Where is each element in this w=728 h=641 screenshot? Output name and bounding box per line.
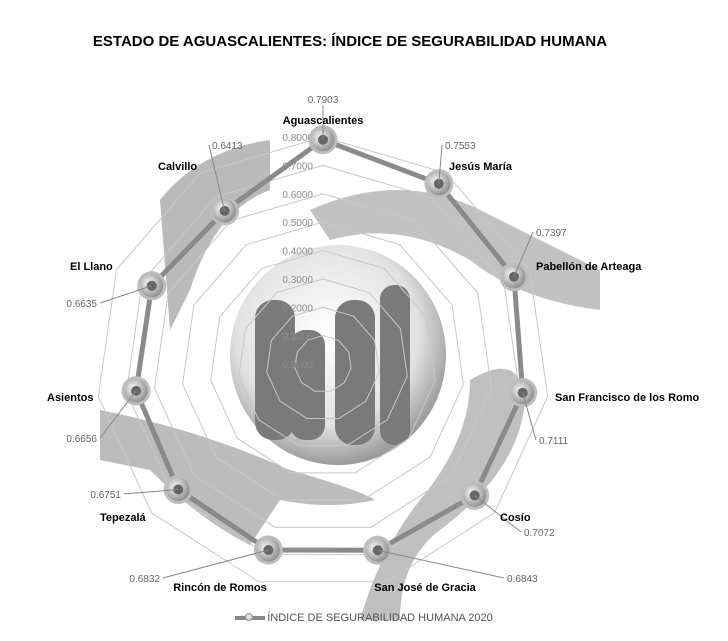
- data-label: 0.6413: [212, 141, 243, 152]
- data-label: 0.7072: [524, 528, 555, 539]
- tick-label: 0.5000: [282, 218, 313, 229]
- leader-line: [474, 495, 522, 533]
- data-label: 0.6843: [507, 574, 538, 585]
- category-label: El Llano: [70, 261, 113, 273]
- tick-label: 0.6000: [282, 190, 313, 201]
- category-label: Aguascalientes: [283, 115, 364, 127]
- category-label: Tepezalá: [100, 512, 147, 524]
- tick-label: 0.8000: [282, 133, 313, 144]
- data-label: 0.7903: [308, 95, 339, 106]
- grid-ring: [266, 306, 380, 419]
- tick-label: 0.1000: [282, 332, 313, 343]
- chart-title: ESTADO DE AGUASCALIENTES: ÍNDICE DE SEGU…: [92, 33, 608, 50]
- data-label: 0.6656: [66, 434, 97, 445]
- data-label: 0.6635: [66, 299, 97, 310]
- grid-ring: [294, 335, 352, 392]
- grid-ring: [97, 136, 549, 583]
- series-polyline: [133, 137, 526, 553]
- leader-line: [522, 392, 537, 441]
- category-label: Jesús María: [449, 161, 513, 173]
- category-label: Pabellón de Arteaga: [536, 261, 642, 273]
- tick-label: 0.4000: [282, 247, 313, 258]
- data-labels: 0.7903 0.7553 0.7397 0.7111 0.7072 0.6843 0.68…: [66, 95, 568, 585]
- legend: ÍNDICE DE SEGURABILIDAD HUMANA 2020: [0, 612, 728, 624]
- radar-grid: [97, 136, 549, 583]
- tick-label: 0.3000: [282, 275, 313, 286]
- category-label: San Francisco de los Romo: [555, 392, 700, 404]
- data-label: 0.7111: [539, 436, 569, 447]
- leader-line: [99, 390, 137, 439]
- tick-label: 0.2000: [282, 303, 313, 314]
- leader-line: [123, 488, 179, 495]
- legend-swatch: [235, 613, 266, 622]
- data-label: 0.7397: [536, 228, 567, 239]
- data-label: 0.7553: [445, 141, 476, 152]
- grid-ring: [153, 193, 493, 528]
- category-label: Asientos: [47, 392, 93, 404]
- legend-label: ÍNDICE DE SEGURABILIDAD HUMANA 2020: [267, 612, 493, 624]
- leader-line: [377, 549, 505, 579]
- leader-line: [162, 549, 269, 579]
- tick-label: 0.7000: [282, 161, 313, 172]
- radial-axis-ticks: 0.0000 0.1000 0.2000 0.3000 0.4000 0.5000 0.60…: [282, 133, 313, 371]
- grid-ring: [238, 278, 408, 447]
- leader-line: [99, 285, 152, 304]
- grid-ring: [182, 221, 464, 501]
- category-label: Cosío: [500, 512, 531, 524]
- data-label: 0.6751: [90, 490, 121, 501]
- category-label: Calvillo: [158, 161, 197, 173]
- grid-ring: [210, 249, 436, 474]
- data-label: 0.6832: [129, 574, 160, 585]
- leader-line: [438, 144, 443, 184]
- tick-label: 0.0000: [282, 360, 313, 371]
- grid-ring: [125, 164, 521, 556]
- leader-line: [513, 231, 534, 278]
- category-label: San José de Gracia: [374, 582, 476, 594]
- category-label: Rincón de Romos: [173, 582, 267, 594]
- leader-line: [208, 144, 226, 212]
